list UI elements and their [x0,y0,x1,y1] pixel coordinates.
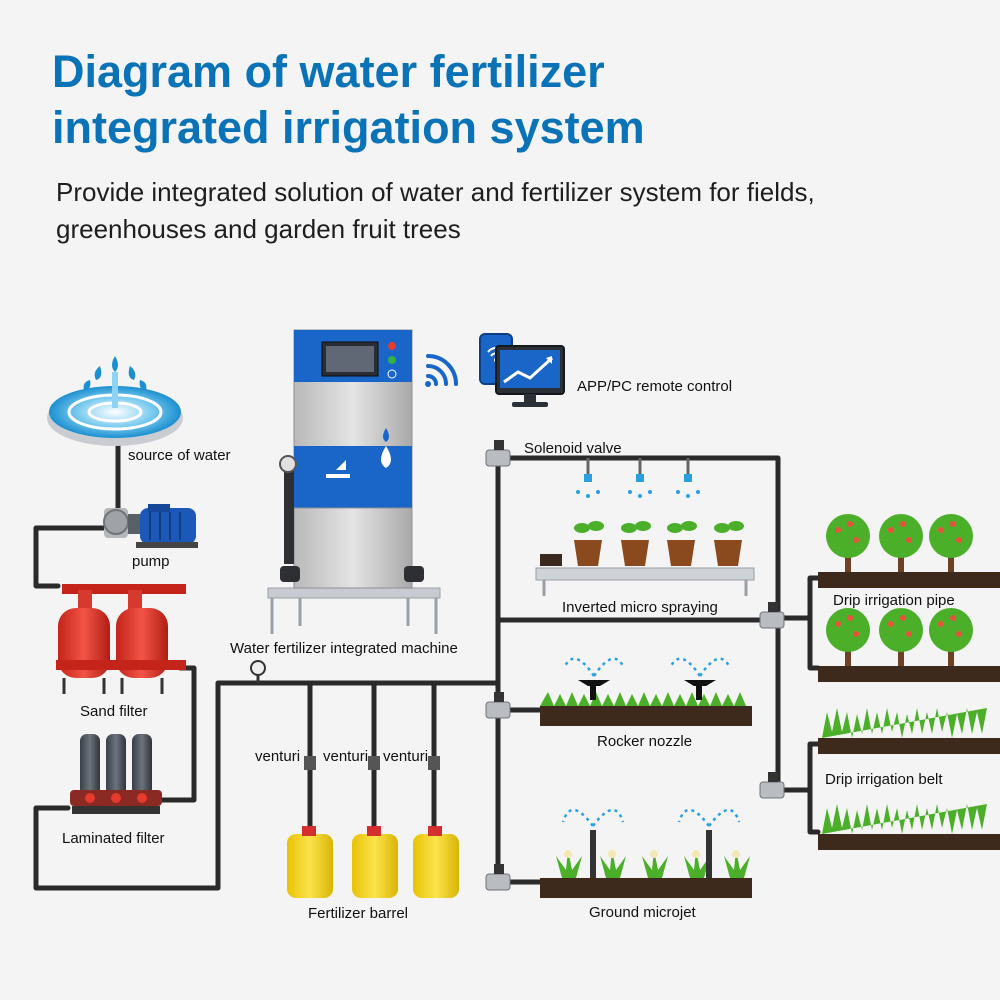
fertilizer-barrels [287,826,459,898]
pipe-drip-belt-b [807,787,821,835]
pump [103,504,198,548]
label-ground-microjet: Ground microjet [589,904,697,921]
page-title: Diagram of water fertilizer integrated i… [52,44,972,156]
label-venturi-2: venturi [323,748,368,765]
pipe-main-header [33,680,501,891]
label-pump: pump [132,553,170,570]
fruit-trees-row-2 [826,608,973,666]
venturi-group [304,756,440,770]
drip-irrigation-pipe [818,514,1000,682]
subtitle-line-1: Provide integrated solution of water and… [56,177,815,207]
fertilizer-barrel-1 [287,826,333,898]
label-sand-filter: Sand filter [80,703,148,720]
inverted-micro-spraying [535,458,755,596]
label-solenoid-valve: Solenoid valve [524,440,622,457]
sand-filter [56,584,186,694]
solenoid-valve-1 [485,440,511,467]
label-laminated-filter: Laminated filter [62,830,165,847]
pipe-drip-belt-a [775,741,821,793]
title-line-1: Diagram of water fertilizer [52,46,605,97]
header-gauge [250,660,266,676]
solenoid-valve-2 [485,692,511,719]
pipe-drip-pipe-b [807,615,821,671]
pipe-branch-top [495,455,781,621]
drip-irrigation-belt [818,708,1000,850]
pressure-gauge-icon [279,455,297,473]
pipe-drip-pipe-a [775,575,821,621]
label-drip-irrigation-belt: Drip irrigation belt [825,771,943,788]
label-source-of-water: source of water [128,447,231,464]
label-drip-irrigation-pipe: Drip irrigation pipe [833,592,955,609]
ground-microjet [540,808,752,898]
title-line-2: integrated irrigation system [52,102,645,153]
label-rocker-nozzle: Rocker nozzle [597,733,692,750]
solenoid-valves [485,440,785,891]
potted-plants [540,521,744,566]
fertilizer-barrel-2 [352,826,398,898]
rocker-nozzle [540,657,752,726]
label-remote-control: APP/PC remote control [577,378,732,395]
solenoid-valve-3 [485,864,511,891]
label-venturi-1: venturi [255,748,300,765]
label-venturi-3: venturi [383,748,428,765]
solenoid-valve-4 [759,602,785,629]
label-inverted-micro-spraying: Inverted micro spraying [562,599,718,616]
fertilizer-machine [267,329,441,634]
water-drop-icon [83,356,147,408]
solenoid-valve-5 [759,772,785,799]
fertilizer-barrel-3 [413,826,459,898]
label-fertilizer-barrel: Fertilizer barrel [308,905,408,922]
subtitle-line-2: greenhouses and garden fruit trees [56,214,461,244]
label-machine: Water fertilizer integrated machine [230,640,458,657]
water-source [47,356,183,446]
wifi-icon [425,354,458,387]
page-subtitle: Provide integrated solution of water and… [56,174,976,248]
fruit-trees-row-1 [826,514,973,572]
monitor-icon [495,345,565,407]
laminated-filter [70,734,162,814]
remote-control [479,333,565,407]
pipe-sand-laminated [157,665,197,803]
pipe-pump-sand-filter [33,525,111,589]
